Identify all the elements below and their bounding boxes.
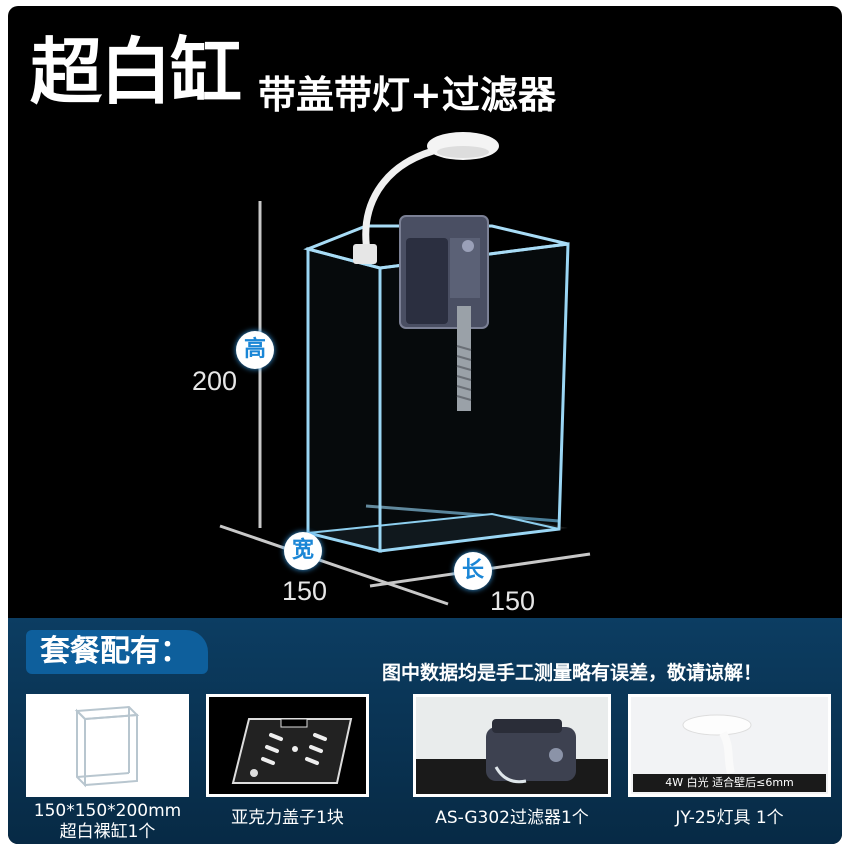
length-badge: 长 [454, 552, 492, 590]
tank-illustration [219, 132, 591, 606]
caption-line: JY-25灯具 1个 [675, 808, 784, 828]
package-section: 套餐配有： 图中数据均是手工测量略有误差，敬请谅解！ 150*150*200mm… [8, 618, 842, 844]
height-value: 200 [192, 366, 238, 396]
filter-device [399, 215, 489, 411]
package-item-tank-caption: 150*150*200mm 超白裸缸1个 [26, 801, 189, 843]
package-item-lid-caption: 亚克力盖子1块 [206, 808, 369, 829]
length-value: 150 [490, 586, 536, 616]
package-tag: 套餐配有： [26, 630, 208, 674]
package-item-tank [26, 694, 189, 797]
lamp-spec-note: 4W 白光 适合壁后≤6mm [633, 774, 826, 792]
product-image-frame: 超白缸 带盖带灯+过滤器 [8, 6, 842, 844]
measurement-notice: 图中数据均是手工测量略有误差，敬请谅解！ [382, 662, 763, 684]
caption-line: AS-G302过滤器1个 [435, 808, 589, 828]
package-item-filter-caption: AS-G302过滤器1个 [413, 808, 611, 829]
width-badge: 宽 [284, 532, 322, 570]
height-badge: 高 [236, 331, 274, 369]
package-item-lamp-caption: JY-25灯具 1个 [628, 808, 831, 829]
package-item-lid [206, 694, 369, 797]
lamp-device [353, 132, 499, 264]
package-item-lamp: 4W 白光 适合壁后≤6mm [628, 694, 831, 797]
caption-line: 超白裸缸1个 [59, 822, 156, 842]
product-title-main: 超白缸 [30, 30, 242, 114]
caption-line: 150*150*200mm [33, 801, 182, 821]
width-value: 150 [282, 576, 328, 606]
product-title-sub: 带盖带灯+过滤器 [258, 73, 556, 117]
caption-line: 亚克力盖子1块 [231, 808, 344, 828]
tank-thumbnail-icon [74, 705, 140, 788]
filter-thumbnail-icon [416, 719, 608, 794]
lamp-thumbnail-icon [682, 714, 752, 775]
lid-thumbnail-icon [231, 718, 353, 784]
package-item-filter [413, 694, 611, 797]
